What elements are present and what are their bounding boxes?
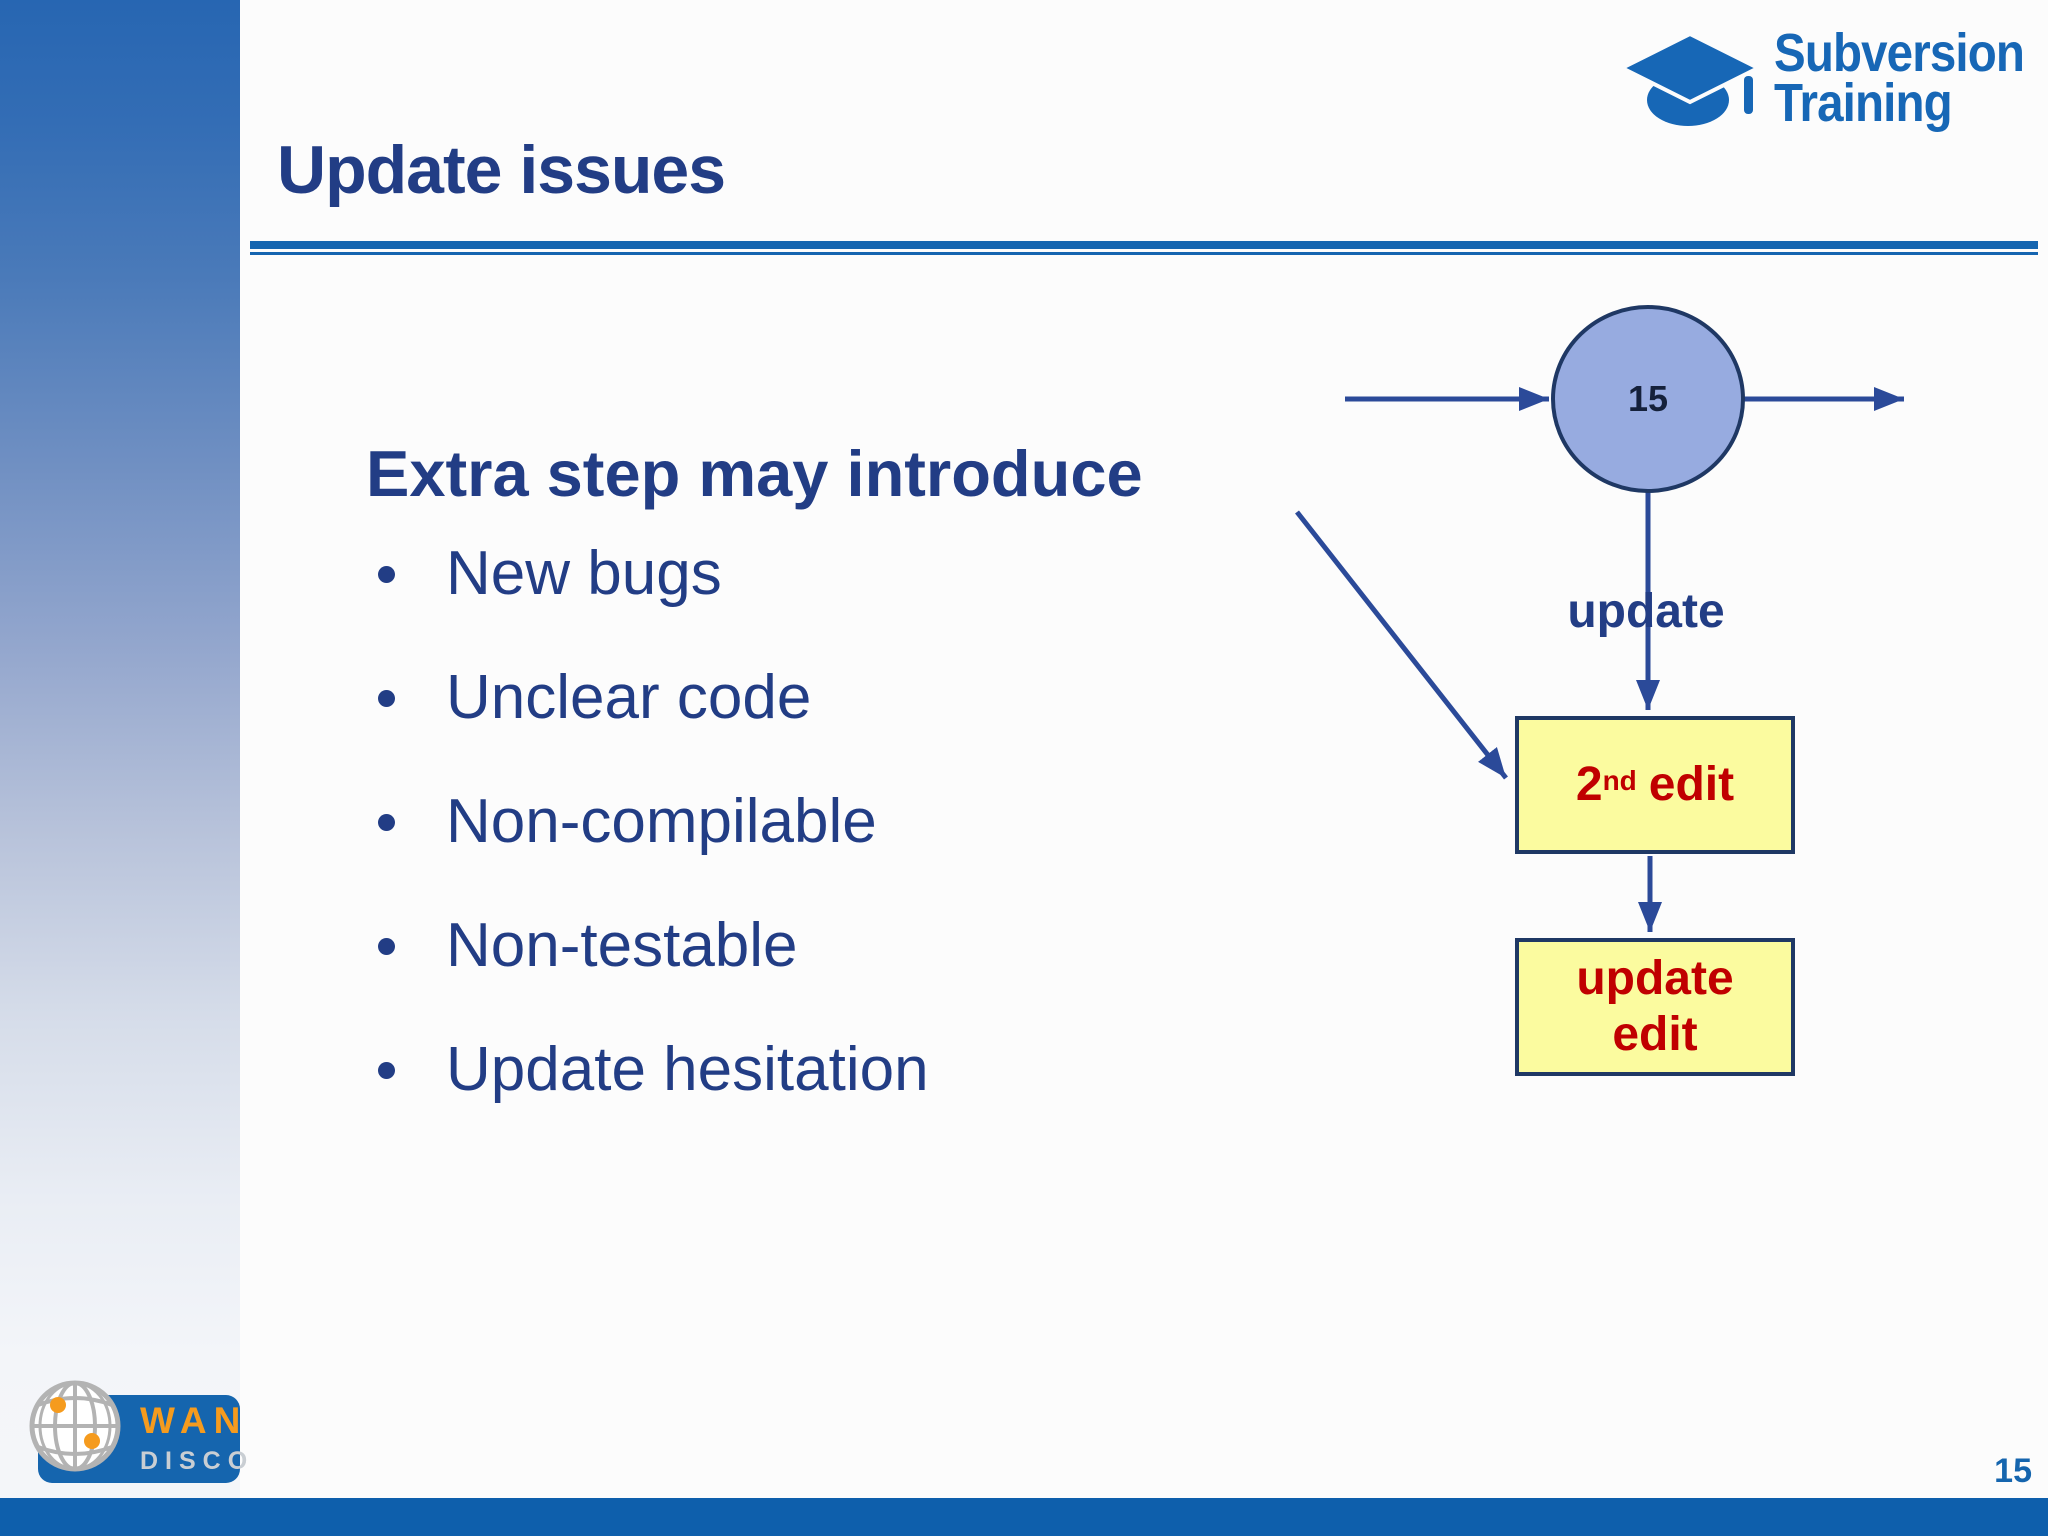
arrow-diagonal	[1295, 510, 1508, 780]
revision-circle	[1551, 305, 1745, 493]
page-title: Update issues	[277, 132, 726, 208]
wandisco-disco-text: DISCO	[140, 1447, 255, 1475]
second-edit-superscript: nd	[1602, 765, 1637, 796]
update-edit-line1: update	[1576, 952, 1734, 1005]
logo-line-1: Subversion	[1774, 23, 2025, 83]
update-edit-box: update edit	[1515, 938, 1795, 1076]
sidebar-gradient	[0, 0, 240, 1536]
second-edit-base: 2	[1575, 758, 1603, 811]
bullet-item: Non-testable	[374, 884, 929, 1008]
logo-line-2: Training	[1774, 73, 1953, 133]
body-heading: Extra step may introduce	[366, 437, 1143, 510]
subversion-training-logo: Subversion Training	[1618, 23, 2048, 136]
bullet-list: New bugs Unclear code Non-compilable Non…	[374, 512, 929, 1132]
footer-bar	[0, 1498, 2048, 1536]
page-number: 15	[1994, 1452, 2032, 1490]
globe-icon	[29, 1380, 121, 1472]
bullet-item: New bugs	[374, 512, 929, 636]
second-edit-rest: edit	[1648, 758, 1735, 811]
graduation-cap-icon	[1618, 31, 1763, 126]
update-arrow-label: update	[1567, 585, 1725, 638]
wandisco-wan-text: WAN	[140, 1400, 248, 1441]
revision-number: 15	[1627, 378, 1669, 419]
bullet-item: Non-compilable	[374, 760, 929, 884]
logo-wordmark: Subversion Training	[1774, 23, 2025, 133]
bullet-item: Unclear code	[374, 636, 929, 760]
update-edit-line2: edit	[1612, 1008, 1698, 1061]
bullet-item: Update hesitation	[374, 1008, 929, 1132]
title-divider	[250, 241, 2038, 255]
